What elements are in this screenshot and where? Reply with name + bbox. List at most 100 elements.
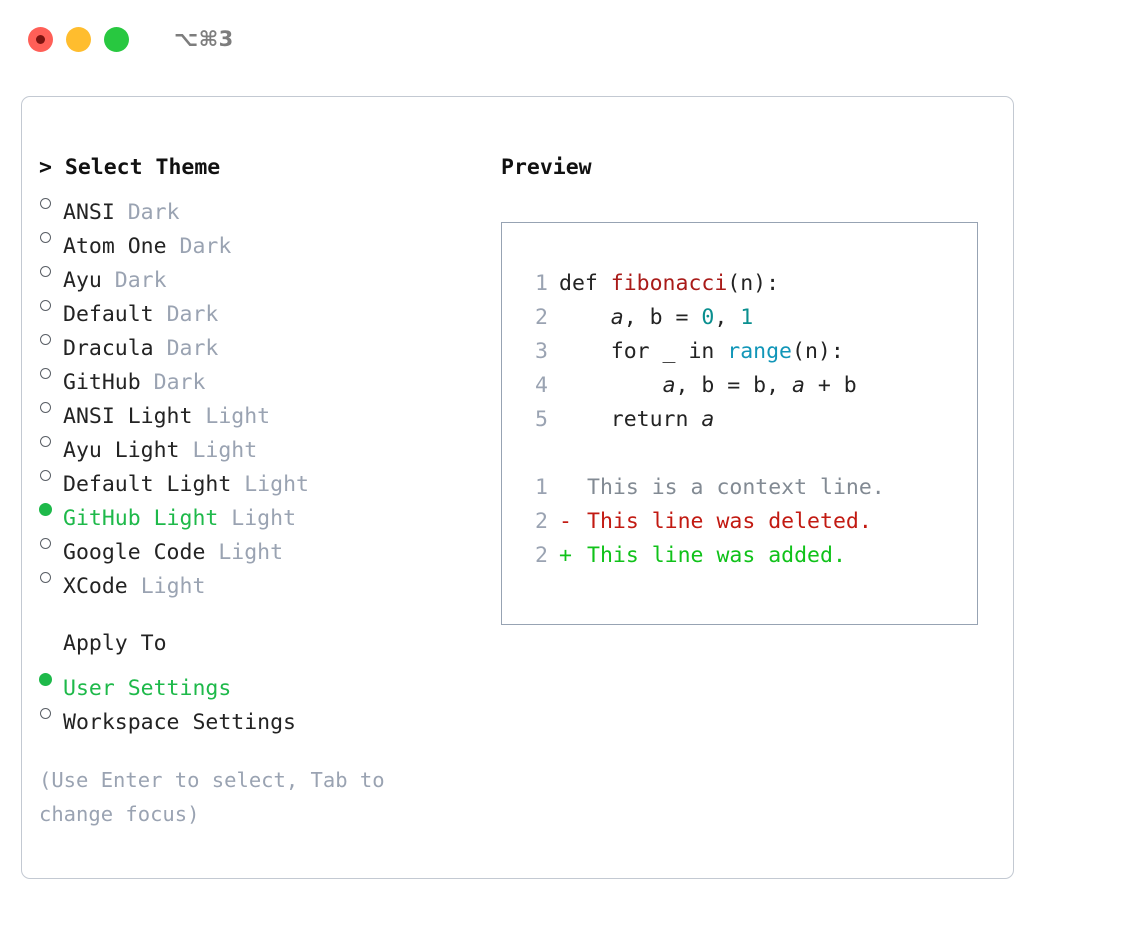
theme-option-label: GitHub <box>63 370 141 395</box>
title-bar: ⌥⌘3 <box>0 0 1140 78</box>
theme-option-tag: Light <box>205 404 271 429</box>
code-line-text: def fibonacci(n): <box>548 267 779 301</box>
code-token: 1 <box>740 305 754 330</box>
code-token: def <box>559 271 611 296</box>
minimize-button[interactable] <box>66 26 91 52</box>
code-token: (n): <box>727 271 780 296</box>
code-diff-separator <box>518 437 977 471</box>
code-line-text: a, b = 0, 1 <box>548 301 753 335</box>
code-token: a <box>701 407 715 432</box>
code-line: 2 a, b = 0, 1 <box>518 301 977 335</box>
theme-option-label: Default <box>63 302 154 327</box>
code-line-number: 5 <box>535 407 548 432</box>
code-line-number: 4 <box>535 373 548 398</box>
apply-to-option-label: Workspace Settings <box>63 710 296 735</box>
theme-option-label: Atom One <box>63 234 167 259</box>
theme-option-label: GitHub Light <box>63 506 219 531</box>
code-line-text: for _ in range(n): <box>548 335 844 369</box>
theme-option-github-light[interactable]: GitHub Light Light <box>39 491 479 531</box>
code-line: 4 a, b = b, a + b <box>518 369 977 403</box>
diff-line-number: 2 <box>535 509 548 534</box>
code-token: for _ in <box>559 339 728 364</box>
radio-unselected-icon <box>39 219 63 253</box>
code-token: 0 <box>701 305 715 330</box>
code-token: a <box>792 373 805 398</box>
maximize-button[interactable] <box>104 26 129 52</box>
keyboard-shortcut-label: ⌥⌘3 <box>174 27 234 51</box>
code-line-number: 1 <box>535 271 548 296</box>
code-line-text: a, b = b, a + b <box>548 369 857 403</box>
code-token: , <box>623 305 650 330</box>
code-line: 3 for _ in range(n): <box>518 335 977 369</box>
diff-line-text: This is a context line. <box>587 475 885 500</box>
code-token: = <box>662 305 702 330</box>
code-token: , b = b, <box>675 373 793 398</box>
theme-option-dracula[interactable]: Dracula Dark <box>39 321 479 361</box>
code-token: range <box>727 339 793 364</box>
close-icon <box>36 34 45 44</box>
radio-unselected-icon <box>39 457 63 491</box>
radio-unselected-icon <box>39 355 63 389</box>
theme-option-atom-one[interactable]: Atom One Dark <box>39 219 479 259</box>
apply-to-option-user-settings[interactable]: User Settings <box>39 661 479 701</box>
radio-selected-icon <box>39 661 63 695</box>
theme-option-default-light[interactable]: Default Light Light <box>39 457 479 497</box>
diff-marker <box>548 471 587 505</box>
theme-option-default[interactable]: Default Dark <box>39 287 479 327</box>
diff-line-text: This line was added. <box>587 543 846 568</box>
keyboard-hint-text: (Use Enter to select, Tab to change focu… <box>39 768 397 826</box>
preview-title: Preview <box>501 155 592 180</box>
theme-option-tag: Light <box>231 506 297 531</box>
theme-option-tag: Dark <box>127 200 180 225</box>
code-line-number: 2 <box>535 305 548 330</box>
diff-line-deleted: 2-This line was deleted. <box>518 505 977 539</box>
radio-unselected-icon <box>39 185 63 219</box>
theme-option-label: XCode <box>63 574 128 599</box>
theme-option-label: ANSI Light <box>63 404 193 429</box>
theme-option-label: Default Light <box>63 472 232 497</box>
code-token: a <box>662 373 676 398</box>
code-token <box>559 305 611 330</box>
theme-option-tag: Light <box>244 472 309 497</box>
radio-unselected-icon <box>39 559 63 593</box>
radio-unselected-icon <box>39 525 63 559</box>
code-line-text: return a <box>548 403 715 437</box>
code-line-number: 3 <box>535 339 548 364</box>
apply-to-option-workspace-settings[interactable]: Workspace Settings <box>39 695 479 735</box>
theme-option-tag: Light <box>192 438 258 463</box>
radio-unselected-icon <box>39 321 63 355</box>
diff-line-context: 1 This is a context line. <box>518 471 977 505</box>
theme-option-tag: Dark <box>166 336 219 361</box>
theme-option-ansi-light[interactable]: ANSI Light Light <box>39 389 479 429</box>
theme-option-tag: Dark <box>114 268 167 293</box>
diff-line-text: This line was deleted. <box>587 509 872 534</box>
radio-selected-icon <box>39 491 63 525</box>
code-token: , <box>714 305 741 330</box>
apply-to-option-label: User Settings <box>63 676 232 701</box>
code-token: + b <box>804 373 857 398</box>
close-button[interactable] <box>28 26 53 52</box>
code-token: b <box>649 305 663 330</box>
code-token: fibonacci <box>610 271 728 296</box>
radio-unselected-icon <box>39 389 63 423</box>
theme-option-tag: Dark <box>166 302 219 327</box>
theme-option-label: Dracula <box>63 336 154 361</box>
diff-marker: - <box>559 509 572 534</box>
theme-option-tag: Dark <box>179 234 232 259</box>
radio-unselected-icon <box>39 423 63 457</box>
apply-to-header: Apply To <box>63 631 167 656</box>
